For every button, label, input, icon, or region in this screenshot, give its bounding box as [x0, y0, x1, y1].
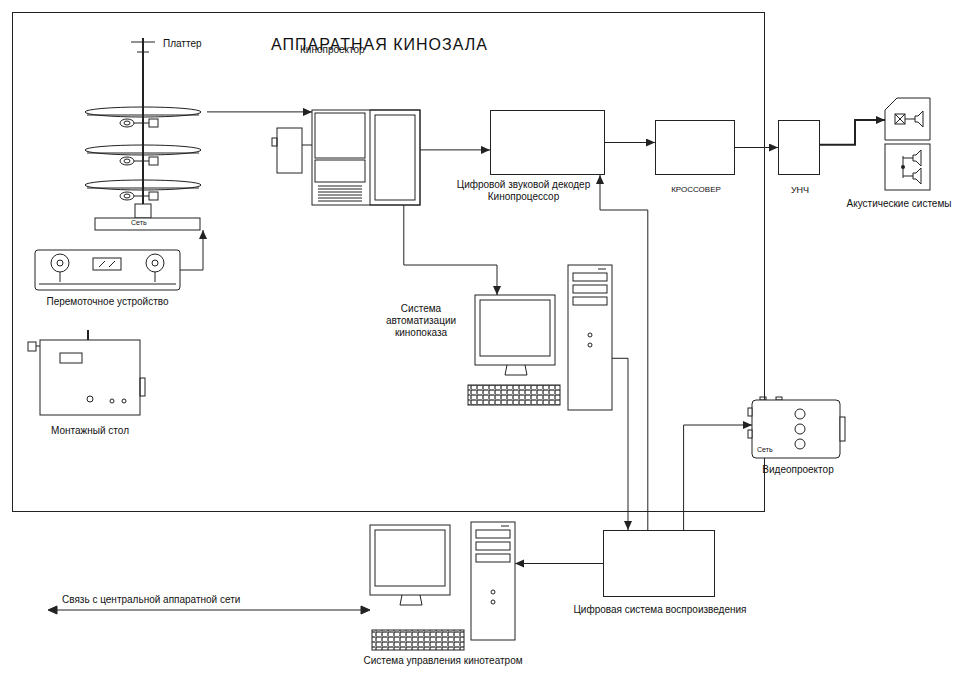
editing-table-drawing	[40, 340, 140, 415]
device-label: Видеопроектор	[750, 464, 846, 476]
signal-arrow	[404, 205, 497, 295]
link-label: Связь с центральной аппаратной сети	[62, 594, 292, 606]
platter-icon: Платтер	[85, 38, 207, 230]
signal-arrow	[605, 142, 655, 143]
platter-drawing	[85, 38, 207, 230]
rewind-drawing	[35, 250, 180, 290]
signal-arrow	[420, 149, 490, 150]
speaker-drawing	[885, 98, 932, 190]
crossover-box: КРОССОВЕР	[655, 120, 735, 175]
computer-icon: Система управления кинотеатром	[370, 522, 515, 650]
device-label: КРОССОВЕР	[651, 185, 741, 195]
device-label: Цифровая система воспроизведения	[572, 604, 748, 616]
device-label: УНЧ	[770, 185, 830, 196]
speaker-icon: Акустические системы	[885, 98, 932, 190]
computer-drawing	[465, 295, 612, 410]
computer-icon: Система автоматизации кинопоказа	[465, 295, 612, 410]
signal-arrow	[612, 358, 628, 530]
device-label: Система автоматизации кинопоказа	[381, 303, 461, 339]
signal-arrow	[684, 425, 752, 530]
device-label: Платтер	[163, 38, 223, 50]
decoder-box: Цифровой звуковой декодер Кинопроцессор	[490, 110, 605, 175]
signal-arrow	[515, 563, 603, 564]
room-region: АППАРАТНАЯ КИНОЗАЛАПлаттерКинопроекторЦи…	[12, 12, 765, 512]
amplifier-box: УНЧ	[778, 120, 820, 175]
playback-box: Цифровая система воспроизведения	[603, 530, 715, 597]
rewind-icon: Перемоточное устройство	[35, 250, 180, 290]
editing-table-icon: Монтажный стол	[40, 340, 140, 415]
signal-arrow	[207, 111, 312, 112]
signal-arrow	[820, 120, 885, 145]
power-label: Сеть	[757, 446, 787, 454]
device-label: Перемоточное устройство	[30, 296, 185, 308]
device-label: Кинопроектор	[300, 44, 410, 56]
device-label: Акустические системы	[843, 198, 955, 210]
film-projector-icon: Кинопроектор	[312, 110, 420, 205]
device-label: Монтажный стол	[30, 425, 150, 437]
signal-arrow	[180, 230, 203, 270]
signal-arrow	[735, 147, 778, 148]
film-projector-drawing	[312, 110, 420, 205]
power-label: Сеть	[131, 219, 161, 227]
device-label: Цифровой звуковой декодер Кинопроцессор	[451, 179, 596, 203]
computer-drawing	[370, 522, 515, 650]
device-label: Система управления кинотеатром	[354, 655, 532, 667]
